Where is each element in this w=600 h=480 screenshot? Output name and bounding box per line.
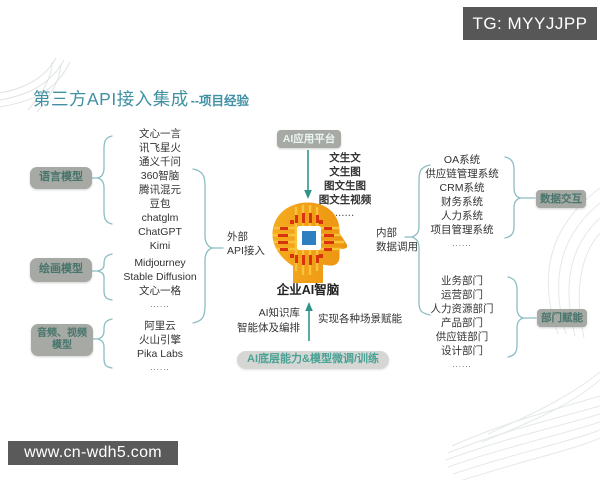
list-item: 文心一言 — [139, 128, 181, 140]
audio-video-model-list: 阿里云 火山引擎 Pika Labs ...... — [110, 319, 210, 374]
system-list: OA系统 供应链管理系统 CRM系统 财务系统 人力系统 项目管理系统 ....… — [407, 153, 517, 250]
language-model-pill: 语言模型 — [30, 167, 92, 189]
list-item: 图文生视频 — [318, 194, 372, 206]
list-item: 供应链管理系统 — [425, 168, 499, 180]
list-ellipsis: ...... — [335, 209, 355, 218]
list-ellipsis: ...... — [452, 239, 472, 248]
list-item: CRM系统 — [439, 182, 485, 194]
list-item: 文心一格 — [139, 285, 181, 297]
ai-base-capability-pill: AI底层能力&模型微调/训练 — [237, 351, 389, 369]
telegram-badge: TG: MYYJJPP — [463, 7, 597, 40]
department-list: 业务部门 运营部门 人力资源部门 产品部门 供应链部门 设计部门 ...... — [407, 274, 517, 371]
list-item: 运营部门 — [441, 289, 483, 301]
list-item: 产品部门 — [441, 317, 483, 329]
list-item: 豆包 — [149, 198, 171, 210]
list-item: 腾讯混元 — [139, 184, 181, 196]
list-ellipsis: ...... — [150, 300, 170, 309]
list-item: 火山引擎 — [139, 334, 181, 346]
list-item: OA系统 — [443, 154, 481, 166]
list-item: 通义千问 — [139, 156, 181, 168]
list-item: 人力系统 — [441, 210, 483, 222]
list-item: 图文生图 — [324, 180, 366, 192]
chip-core — [302, 231, 316, 245]
ai-platform-pill: AI应用平台 — [277, 130, 341, 148]
drawing-model-list: Midjourney Stable Diffusion 文心一格 ...... — [105, 256, 215, 311]
drawing-model-pill: 绘画模型 — [30, 258, 92, 282]
watermark-bar: www.cn-wdh5.com — [8, 441, 178, 465]
list-item: ChatGPT — [138, 226, 182, 238]
list-item: 文生图 — [329, 166, 361, 178]
page-title-main: 第三方API接入集成 — [33, 89, 189, 109]
arrow-down-icon — [304, 150, 312, 199]
page-title-suffix: --项目经验 — [190, 94, 250, 108]
list-item: 设计部门 — [441, 345, 483, 357]
list-item: 人力资源部门 — [430, 303, 494, 315]
list-item: chatglm — [141, 212, 179, 224]
list-item: 业务部门 — [441, 275, 483, 287]
external-api-label: 外部 API接入 — [227, 231, 265, 257]
scenario-empowerment-label: 实现各种场景赋能 — [318, 313, 402, 325]
list-item: Stable Diffusion — [123, 271, 197, 283]
list-item: 讯飞星火 — [139, 142, 181, 154]
data-interaction-pill: 数据交互 — [536, 190, 586, 208]
list-item: 财务系统 — [441, 196, 483, 208]
page-title: 第三方API接入集成 --项目经验 — [33, 86, 249, 111]
list-item: 360智脑 — [140, 170, 180, 182]
list-item: Pika Labs — [136, 348, 184, 360]
watermark-text: www.cn-wdh5.com — [24, 444, 162, 461]
chip-frame — [297, 226, 321, 250]
list-ellipsis: ...... — [150, 255, 170, 264]
arrow-up-icon — [305, 302, 313, 341]
audio-video-model-pill: 音频、视频模型 — [31, 324, 93, 356]
modal-capability-list: 文生文 文生图 图文生图 图文生视频 ...... — [312, 151, 378, 220]
list-item: 供应链部门 — [435, 331, 489, 343]
list-item: Midjourney — [134, 257, 186, 269]
list-ellipsis: ...... — [150, 363, 170, 372]
circuit-pins — [278, 213, 334, 265]
internal-data-label: 内部 数据调用 — [376, 227, 418, 253]
department-empowerment-pill: 部门赋能 — [537, 309, 587, 327]
knowledge-base-label: AI知识库 智能体及编排 — [237, 307, 300, 334]
list-ellipsis: ...... — [452, 360, 472, 369]
telegram-badge-text: TG: MYYJJPP — [472, 13, 588, 33]
enterprise-ai-brain-label: 企业AI智脑 — [276, 283, 340, 297]
language-model-list: 文心一言 讯飞星火 通义千问 360智脑 腾讯混元 豆包 chatglm Cha… — [110, 127, 210, 266]
list-item: 文生文 — [329, 152, 361, 164]
list-item: 阿里云 — [144, 320, 176, 332]
list-item: Kimi — [149, 240, 171, 252]
list-item: 项目管理系统 — [430, 224, 494, 236]
